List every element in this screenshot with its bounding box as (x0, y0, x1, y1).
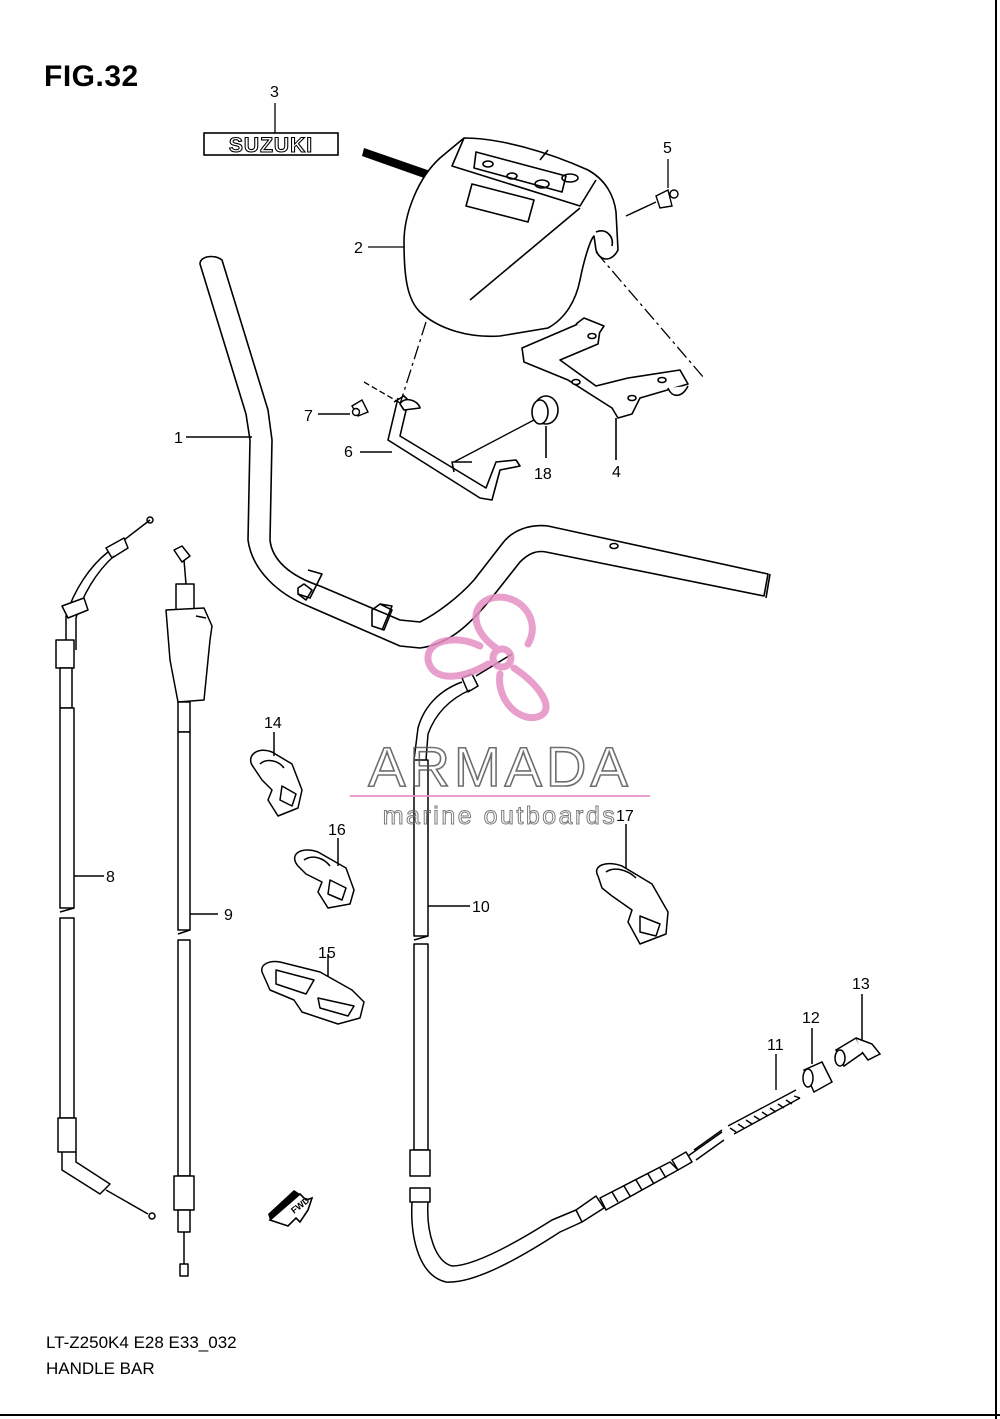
figure-title: FIG.32 (44, 60, 139, 93)
part-6-brace (360, 395, 521, 501)
part-label-7: 7 (304, 408, 313, 425)
part-label-13: 13 (852, 976, 870, 993)
part-12-collar (802, 1028, 833, 1094)
watermark-tagline: marine outboards (383, 802, 618, 830)
part-15-clip (261, 954, 365, 1025)
part-11-spring (727, 1054, 801, 1135)
part-label-16: 16 (328, 822, 346, 839)
part-2-handle-cover (403, 137, 619, 338)
part-16-clamp (293, 838, 355, 909)
watermark: ARMADA marine outboards (350, 593, 650, 831)
part-label-12: 12 (802, 1010, 820, 1027)
part-label-18: 18 (534, 466, 552, 483)
part-14-clamp (249, 732, 303, 817)
part-label-9: 9 (224, 907, 233, 924)
part-label-2: 2 (354, 240, 363, 257)
fwd-arrow-icon: FWD (268, 1190, 314, 1227)
part-label-8: 8 (106, 869, 115, 886)
part-5-screw (625, 188, 679, 217)
propeller-logo-icon (424, 593, 550, 721)
figure-code: LT-Z250K4 E28 E33_032 (46, 1333, 237, 1352)
part-18-grommet (531, 395, 559, 458)
part-17-clamp (595, 824, 669, 945)
part-13-adjuster (834, 994, 882, 1068)
part-9-cable (165, 545, 218, 1277)
assembly-lines (363, 251, 705, 463)
part-7-screw (318, 399, 369, 417)
part-label-1: 1 (174, 430, 183, 447)
watermark-brand: ARMADA (368, 735, 632, 798)
part-number-labels: 1 2 3 4 5 6 7 8 9 10 11 12 13 14 15 16 1… (106, 84, 870, 1054)
emblem-text: SUZUKI (229, 134, 313, 157)
part-label-6: 6 (344, 444, 353, 461)
part-label-10: 10 (472, 899, 490, 916)
part-label-4: 4 (612, 464, 621, 481)
part-label-3: 3 (270, 84, 279, 101)
part-label-17: 17 (616, 808, 634, 825)
part-1-handle-bar (186, 255, 771, 649)
part-label-11: 11 (767, 1037, 784, 1054)
part-4-bracket (521, 317, 689, 460)
part-label-15: 15 (318, 945, 336, 962)
part-label-5: 5 (663, 140, 672, 157)
part-label-14: 14 (264, 715, 282, 732)
figure-name: HANDLE BAR (46, 1359, 155, 1378)
part-8-cable (55, 516, 156, 1220)
part-10-cable (409, 653, 725, 1283)
